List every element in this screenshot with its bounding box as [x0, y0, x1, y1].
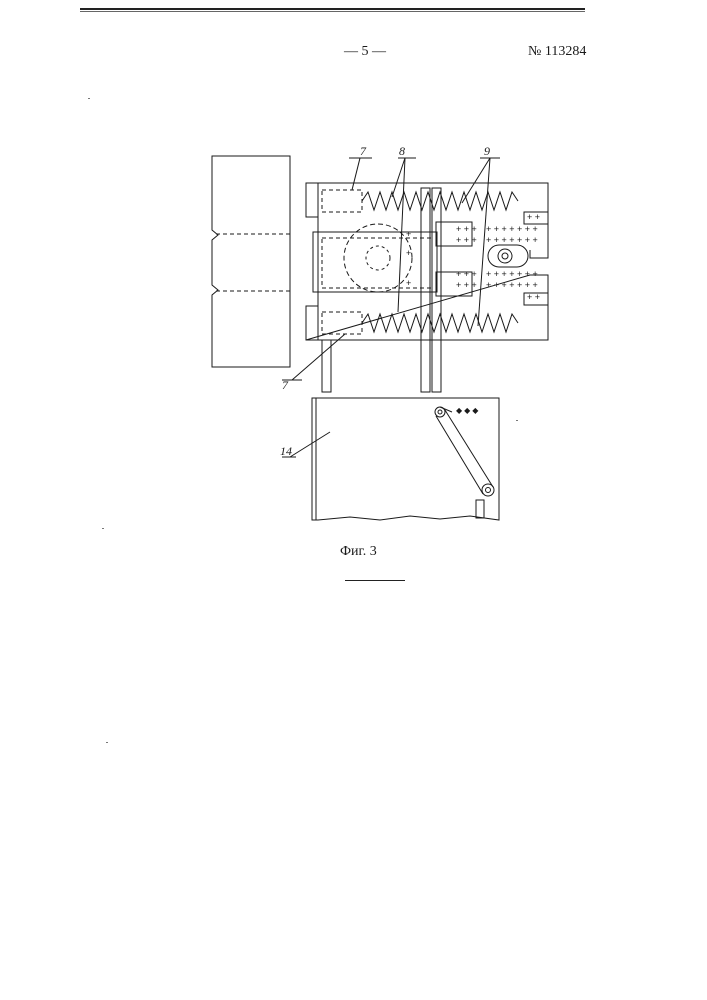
bottom-rule	[345, 580, 405, 581]
upper-cylinder	[322, 190, 362, 212]
label-8: 8	[399, 144, 405, 158]
svg-text:◆ ◆ ◆: ◆ ◆ ◆	[456, 406, 479, 415]
lever: ◆ ◆ ◆	[435, 406, 494, 496]
svg-text:+: +	[406, 229, 411, 239]
svg-text:+ +: + +	[527, 292, 540, 302]
label-7-bottom: 7	[282, 378, 289, 392]
svg-text:+: +	[406, 248, 411, 258]
figure-caption: Фиг. 3	[340, 544, 377, 560]
svg-text:+ +: + +	[527, 212, 540, 222]
svg-text:+ + +: + + +	[456, 269, 477, 279]
left-block	[212, 156, 290, 367]
upper-spring	[362, 192, 518, 210]
svg-text:+: +	[406, 278, 411, 288]
svg-text:+ + + + + + +: + + + + + + +	[486, 235, 538, 245]
label-14: 14	[280, 444, 292, 458]
svg-text:+ + + + + + +: + + + + + + +	[486, 269, 538, 279]
scan-speck	[516, 420, 518, 421]
bottom-plate	[312, 398, 499, 520]
small-circle	[366, 246, 390, 270]
center-rods	[421, 188, 441, 392]
scan-speck	[106, 742, 108, 743]
hatch-plus-marks: + + + + + + + + + + + + + + + + + + + + …	[406, 212, 540, 302]
svg-text:+ + + + + + +: + + + + + + +	[486, 280, 538, 290]
roller	[488, 245, 528, 267]
central-carriage	[313, 224, 437, 292]
label-9: 9	[484, 144, 490, 158]
svg-text:+ + +: + + +	[456, 224, 477, 234]
label-7-top: 7	[360, 144, 367, 158]
scan-speck	[88, 98, 90, 99]
svg-text:+ + +: + + +	[456, 235, 477, 245]
lower-cylinder	[322, 312, 362, 334]
svg-text:+ + +: + + +	[456, 280, 477, 290]
svg-text:+ + + + + + +: + + + + + + +	[486, 224, 538, 234]
scan-speck	[102, 528, 104, 529]
